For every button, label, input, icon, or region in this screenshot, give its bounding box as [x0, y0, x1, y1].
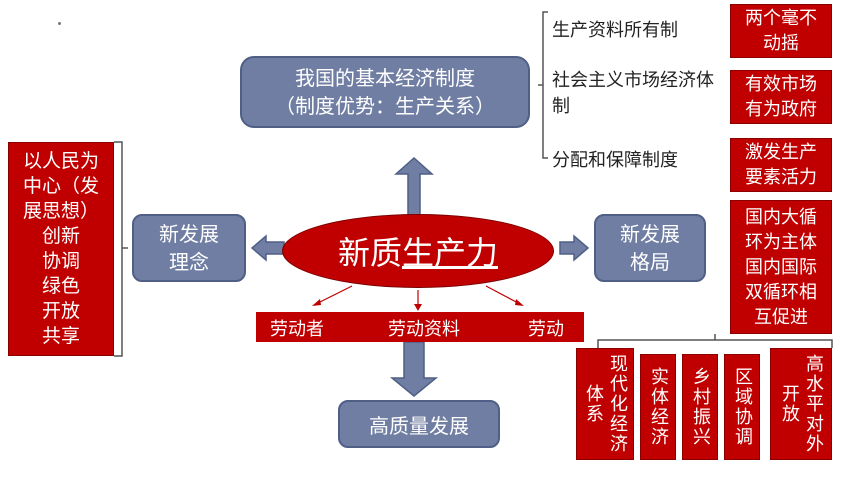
new-development-concept-box: 新发展 理念 — [132, 214, 246, 282]
factor-labor-materials: 劳动资料 — [388, 319, 460, 340]
decorative-dot — [58, 22, 61, 25]
arrow-right-icon — [559, 234, 590, 262]
top-item-2: 社会主义市场经济体制 — [552, 70, 714, 117]
center-title-prefix: 新质 — [337, 234, 402, 272]
left-list-item: 绿色 — [41, 275, 80, 297]
factor-laborer: 劳动者 — [270, 319, 324, 340]
high-quality-development-box: 高质量发展 — [338, 400, 500, 448]
development-philosophy-list: 以人民为 中心（发 展思想） 创新 协调 绿色 开放 共享 — [8, 142, 114, 356]
factor-labor-object: 劳动 — [528, 319, 564, 340]
right-note-line: 双循环相 — [745, 281, 817, 303]
new-development-pattern-box: 新发展 格局 — [594, 214, 706, 282]
factor-arrow-1 — [315, 285, 353, 305]
top-note-3: 激发生产要素活力 — [730, 138, 832, 192]
factor-arrowhead-2 — [414, 304, 422, 311]
left-list-item: 创新 — [41, 225, 80, 247]
factor-arrowhead-3 — [515, 299, 524, 306]
left-list-item: 协调 — [41, 250, 80, 272]
top-note-2: 有效市场有为政府 — [730, 70, 832, 124]
left-list-item: 展思想） — [22, 200, 99, 222]
left-bracket — [114, 141, 123, 357]
left-list-item: 共享 — [41, 325, 80, 347]
arrow-down-icon — [389, 341, 439, 397]
right-box-line2: 格局 — [630, 250, 670, 274]
center-title-underlined: 生产力 — [402, 234, 499, 272]
pillar-modern-economic-system: 现代化经济体系 — [576, 348, 634, 460]
pillar-high-level-opening: 高水平对外开放 — [770, 348, 832, 460]
factor-arrowhead-1 — [312, 299, 321, 306]
top-note-1: 两个毫不动摇 — [730, 4, 832, 58]
top-item-1: 生产资料所有制 — [552, 20, 678, 41]
arrow-left-icon — [250, 234, 285, 262]
basic-economic-system-box: 我国的基本经济制度 （制度优势：生产关系） — [240, 56, 530, 128]
left-list-item: 以人民为 — [22, 150, 99, 172]
left-list-item: 中心（发 — [22, 175, 99, 197]
pillar-real-economy: 实体经济 — [640, 354, 676, 460]
right-note-line: 互促进 — [754, 306, 808, 328]
top-item-3: 分配和保障制度 — [552, 150, 678, 171]
top-bracket — [542, 11, 548, 159]
bottom-bracket — [597, 339, 833, 348]
factor-arrow-3 — [485, 285, 521, 305]
basic-economic-system-title: 我国的基本经济制度 — [295, 66, 475, 90]
right-box-line1: 新发展 — [620, 222, 680, 246]
pillar-rural-revitalization: 乡村振兴 — [682, 354, 718, 460]
basic-economic-system-subtitle: （制度优势：生产关系） — [275, 94, 495, 118]
left-list-item: 开放 — [41, 300, 80, 322]
pillar-regional-coordination: 区域协调 — [724, 354, 760, 460]
left-box-line2: 理念 — [169, 250, 209, 274]
right-note-line: 国内大循 — [745, 206, 817, 228]
new-quality-productivity-ellipse: 新质生产力 — [282, 214, 554, 288]
production-factors-bar: 劳动者 劳动资料 劳动 — [256, 312, 584, 342]
dual-circulation-note: 国内大循 环为主体 国内国际 双循环相 互促进 — [730, 200, 832, 334]
left-box-line1: 新发展 — [159, 222, 219, 246]
right-note-line: 国内国际 — [745, 256, 817, 278]
right-note-line: 环为主体 — [745, 231, 817, 253]
